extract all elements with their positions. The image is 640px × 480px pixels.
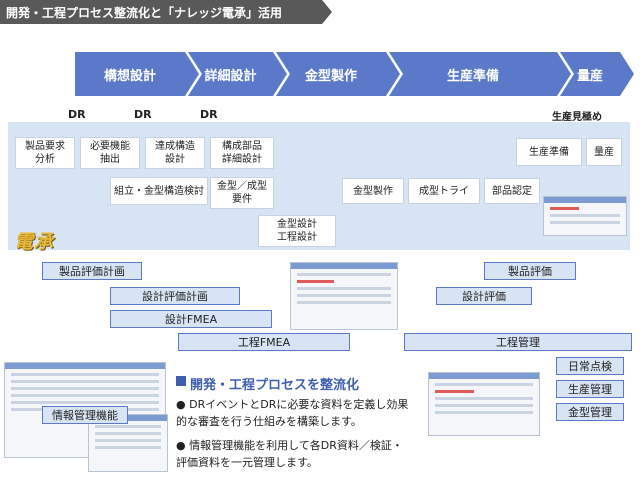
box-component-detail-design: 構成部品 詳細設計: [210, 137, 274, 169]
dr-label-1: DR: [68, 108, 86, 121]
bar-daily-inspection: 日常点検: [556, 357, 624, 375]
phase-band: 構想設計 詳細設計 金型製作 生産準備 量産: [75, 52, 640, 96]
box-mass-production: 量産: [586, 138, 622, 166]
analysis-screen-thumbnail: [290, 262, 398, 330]
box-mold-process-design: 金型設計 工程設計: [258, 215, 336, 247]
bar-design-eval: 設計評価: [436, 287, 532, 305]
box-production-prep: 生産準備: [516, 138, 582, 166]
bar-product-eval: 製品評価: [484, 262, 576, 280]
bar-design-eval-plan: 設計評価計画: [110, 287, 240, 305]
box-parts-approval: 部品認定: [484, 178, 540, 204]
box-assembly-mold-review: 組立・金型構造検討: [110, 177, 208, 205]
phase-production-prep: 生産準備: [389, 52, 574, 96]
box-function-extraction: 必要機能 抽出: [80, 137, 140, 169]
bar-product-eval-plan: 製品評価計画: [42, 262, 142, 280]
production-screen-thumbnail: [543, 196, 627, 236]
phase-concept-design: 構想設計: [75, 52, 202, 96]
bar-mold-management: 金型管理: [556, 403, 624, 421]
bar-production-management: 生産管理: [556, 380, 624, 398]
page-title: 開発・工程プロセス整流化と「ナレッジ電承」活用: [6, 6, 283, 20]
phase-mold-making: 金型製作: [276, 52, 403, 96]
section-marker-icon: [176, 376, 186, 386]
bar-process-fmea: 工程FMEA: [178, 333, 350, 351]
dr-label-3: DR: [200, 108, 218, 121]
box-molding-trial: 成型トライ: [408, 178, 480, 204]
phase-detail-design: 詳細設計: [188, 52, 290, 96]
management-screen-thumbnail: [428, 372, 540, 436]
bullet-2-text: 情報管理機能を利用して各DR資料／検証・評価資料を一元管理します。: [176, 439, 403, 469]
denshou-logo: 電承: [14, 231, 55, 253]
info-management-label: 情報管理機能: [42, 406, 128, 424]
box-mold-making: 金型製作: [342, 178, 404, 204]
section-title: 開発・工程プロセスを整流化: [190, 378, 360, 393]
bullet-2: ● 情報管理機能を利用して各DR資料／検証・評価資料を一元管理します。: [176, 439, 403, 469]
header-bar: 開発・工程プロセス整流化と「ナレッジ電承」活用: [0, 0, 332, 24]
bullet-1-text: DRイベントとDRに必要な資料を定義し効果的な審査を行う仕組みを構築します。: [176, 398, 409, 428]
bullet-1: ● DRイベントとDRに必要な資料を定義し効果的な審査を行う仕組みを構築します。: [176, 398, 409, 428]
bar-design-fmea: 設計FMEA: [110, 310, 272, 328]
box-product-requirements: 製品要求 分析: [15, 137, 75, 169]
mass-production-check-label: 生産見極め: [552, 112, 602, 123]
bar-process-management: 工程管理: [404, 333, 632, 351]
dr-label-2: DR: [134, 108, 152, 121]
box-mold-molding-requirements: 金型／成型 要件: [210, 177, 274, 209]
box-structure-design: 達成構造 設計: [145, 137, 205, 169]
